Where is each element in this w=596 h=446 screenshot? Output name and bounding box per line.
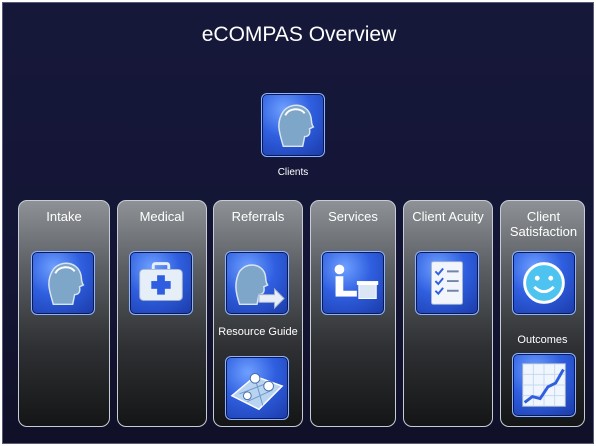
column-client-acuity: Client Acuity [403,200,493,427]
column-client-acuity-label: Client Acuity [412,209,484,224]
column-medical: Medical [117,200,207,427]
page-title: eCOMPAS Overview [201,23,397,46]
column-referrals: Referrals Resource Guide [213,200,303,427]
column-client-satisfaction-label: Client Satisfaction [509,209,578,239]
column-intake-label: Intake [46,209,82,224]
column-client-satisfaction: Client Satisfaction Outcomes [500,200,585,427]
resource-guide-label: Resource Guide [218,326,298,338]
clients-label: Clients [277,167,309,178]
column-services: Services [310,200,396,427]
smiley-face-icon[interactable] [512,251,576,315]
clients-head-icon[interactable] [261,93,325,157]
line-chart-icon[interactable] [512,353,576,417]
map-pins-icon[interactable] [225,356,289,420]
checklist-icon[interactable] [415,251,479,315]
column-referrals-label: Referrals [231,209,285,224]
column-services-label: Services [328,209,378,224]
outcomes-label: Outcomes [517,334,568,346]
column-intake: Intake [18,200,110,427]
referral-head-arrow-icon[interactable] [225,251,289,315]
services-person-desk-icon[interactable] [321,251,385,315]
medical-kit-icon[interactable] [129,251,193,315]
client-head-icon[interactable] [31,251,95,315]
column-medical-label: Medical [139,209,185,224]
